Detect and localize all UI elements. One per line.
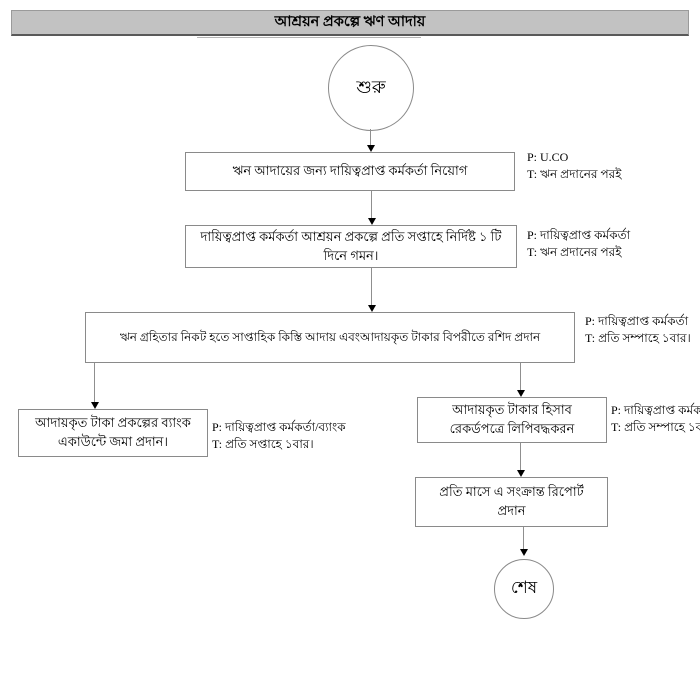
annotation-step5: P: দায়িত্বপ্রাপ্ত কর্মকর্তা T: প্রতি সম…	[611, 402, 700, 436]
connector-line	[520, 443, 521, 471]
arrow-down-icon	[368, 218, 376, 225]
end-node: শেষ	[494, 559, 554, 619]
annotation-step4: P: দায়িত্বপ্রাপ্ত কর্মকর্তা/ব্যাংক T: প…	[212, 419, 346, 453]
annotation-t: T: প্রতি সম্পাহে ১বার।	[585, 331, 691, 345]
process-box-assign-officer: ঋন আদায়ের জন্য দায়িত্বপ্রাপ্ত কর্মকর্ত…	[185, 152, 515, 191]
annotation-step2: P: দায়িত্বপ্রাপ্ত কর্মকর্তা T: ঋন প্রদা…	[527, 227, 630, 261]
connector-line	[370, 129, 371, 146]
connector-line	[94, 363, 95, 403]
connector-line	[520, 363, 521, 391]
annotation-p: P: দায়িত্বপ্রাপ্ত কর্মকর্তা	[611, 403, 700, 417]
start-node: শুরু	[328, 45, 414, 131]
process-box-bank-deposit: আদায়কৃত টাকা প্রকল্পের ব্যাংক একাউন্টে …	[18, 409, 208, 457]
arrow-down-icon	[520, 549, 528, 556]
arrow-down-icon	[91, 402, 99, 409]
annotation-p: P: দায়িত্বপ্রাপ্ত কর্মকর্তা	[585, 314, 689, 328]
annotation-p: P: দায়িত্বপ্রাপ্ত কর্মকর্তা/ব্যাংক	[212, 420, 346, 434]
process-box-record-keeping: আদায়কৃত টাকার হিসাব রেকর্ডপত্রে লিপিবদ্…	[417, 397, 607, 443]
connector-line	[523, 527, 524, 550]
annotation-step1: P: U.CO T: ঋন প্রদানের পরই	[527, 149, 621, 183]
arrow-down-icon	[368, 305, 376, 312]
annotation-t: T: প্রতি সম্পাহে ১বার।	[611, 420, 700, 434]
process-box-collect-installment: ঋন গ্রহিতার নিকট হতে সাপ্তাহিক কিস্তি আদ…	[85, 312, 575, 363]
annotation-p: P: U.CO	[527, 150, 569, 164]
annotation-t: T: ঋন প্রদানের পরই	[527, 245, 622, 259]
connector-line	[371, 191, 372, 219]
annotation-p: P: দায়িত্বপ্রাপ্ত কর্মকর্তা	[527, 228, 631, 242]
annotation-t: T: প্রতি সপ্তাহে ১বার।	[212, 437, 314, 451]
page-title: আশ্রয়ন প্রকল্পে ঋণ আদায়	[11, 10, 689, 36]
arrow-down-icon	[367, 145, 375, 152]
connector-line	[371, 268, 372, 306]
annotation-step3: P: দায়িত্বপ্রাপ্ত কর্মকর্তা T: প্রতি সম…	[585, 313, 691, 347]
annotation-t: T: ঋন প্রদানের পরই	[527, 167, 622, 181]
process-box-monthly-report: প্রতি মাসে এ সংক্রান্ত রিপোর্ট প্রদান	[415, 477, 608, 527]
process-box-weekly-visit: দায়িত্বপ্রাপ্ত কর্মকর্তা আশ্রয়ন প্রকল্…	[185, 225, 517, 268]
header-underline	[197, 37, 421, 38]
arrow-down-icon	[517, 470, 525, 477]
arrow-down-icon	[517, 390, 525, 397]
